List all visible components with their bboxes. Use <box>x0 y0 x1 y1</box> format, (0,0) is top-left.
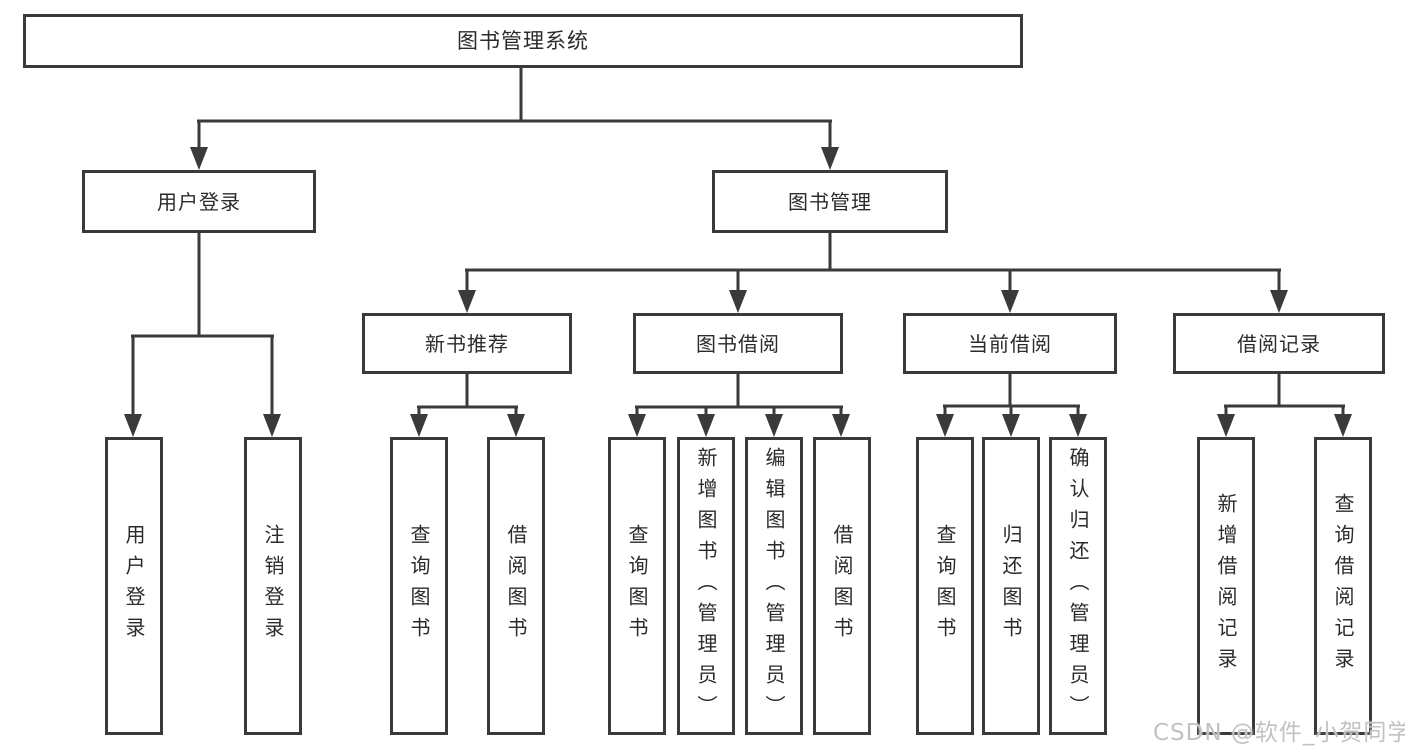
arrowhead-icon <box>410 414 428 437</box>
arrowhead-icon <box>832 414 850 437</box>
leaf-return-books: 归还图书 <box>982 437 1040 735</box>
node-current-borrow: 当前借阅 <box>903 313 1117 374</box>
arrowhead-icon <box>1002 414 1020 437</box>
node-borrow-records: 借阅记录 <box>1173 313 1385 374</box>
node-book-borrow: 图书借阅 <box>633 313 843 374</box>
arrowhead-icon <box>765 414 783 437</box>
arrowhead-icon <box>1270 290 1288 313</box>
node-new-book-recommend: 新书推荐 <box>362 313 572 374</box>
leaf-confirm-return-admin: 确认归还（管理员） <box>1049 437 1107 735</box>
node-library-system: 图书管理系统 <box>23 14 1023 68</box>
arrowhead-icon <box>507 414 525 437</box>
arrowhead-icon <box>697 414 715 437</box>
leaf-borrow-books-recommend: 借阅图书 <box>487 437 545 735</box>
arrowhead-icon <box>821 147 839 170</box>
connector-path <box>131 68 1345 417</box>
leaf-query-books-current: 查询图书 <box>916 437 974 735</box>
leaf-add-book-admin: 新增图书（管理员） <box>677 437 735 735</box>
leaf-query-books-recommend: 查询图书 <box>390 437 448 735</box>
leaf-query-borrow-record: 查询借阅记录 <box>1314 437 1372 735</box>
arrowhead-icon <box>263 414 281 437</box>
arrowhead-icon <box>1069 414 1087 437</box>
arrowhead-icon <box>729 290 747 313</box>
arrowhead-icon <box>936 414 954 437</box>
arrowheads-group <box>124 147 1352 437</box>
arrowhead-icon <box>458 290 476 313</box>
node-user-login: 用户登录 <box>82 170 316 233</box>
leaf-user-login: 用户登录 <box>105 437 163 735</box>
arrowhead-icon <box>1334 414 1352 437</box>
leaf-logout: 注销登录 <box>244 437 302 735</box>
node-book-management: 图书管理 <box>712 170 948 233</box>
arrowhead-icon <box>628 414 646 437</box>
leaf-query-books-borrow: 查询图书 <box>608 437 666 735</box>
leaf-add-borrow-record: 新增借阅记录 <box>1197 437 1255 735</box>
leaf-borrow-books: 借阅图书 <box>813 437 871 735</box>
leaf-edit-book-admin: 编辑图书（管理员） <box>745 437 803 735</box>
arrowhead-icon <box>1001 290 1019 313</box>
arrowhead-icon <box>190 147 208 170</box>
arrowhead-icon <box>1217 414 1235 437</box>
arrowhead-icon <box>124 414 142 437</box>
csdn-watermark: CSDN @软件_小贺同学 <box>1153 720 1405 746</box>
